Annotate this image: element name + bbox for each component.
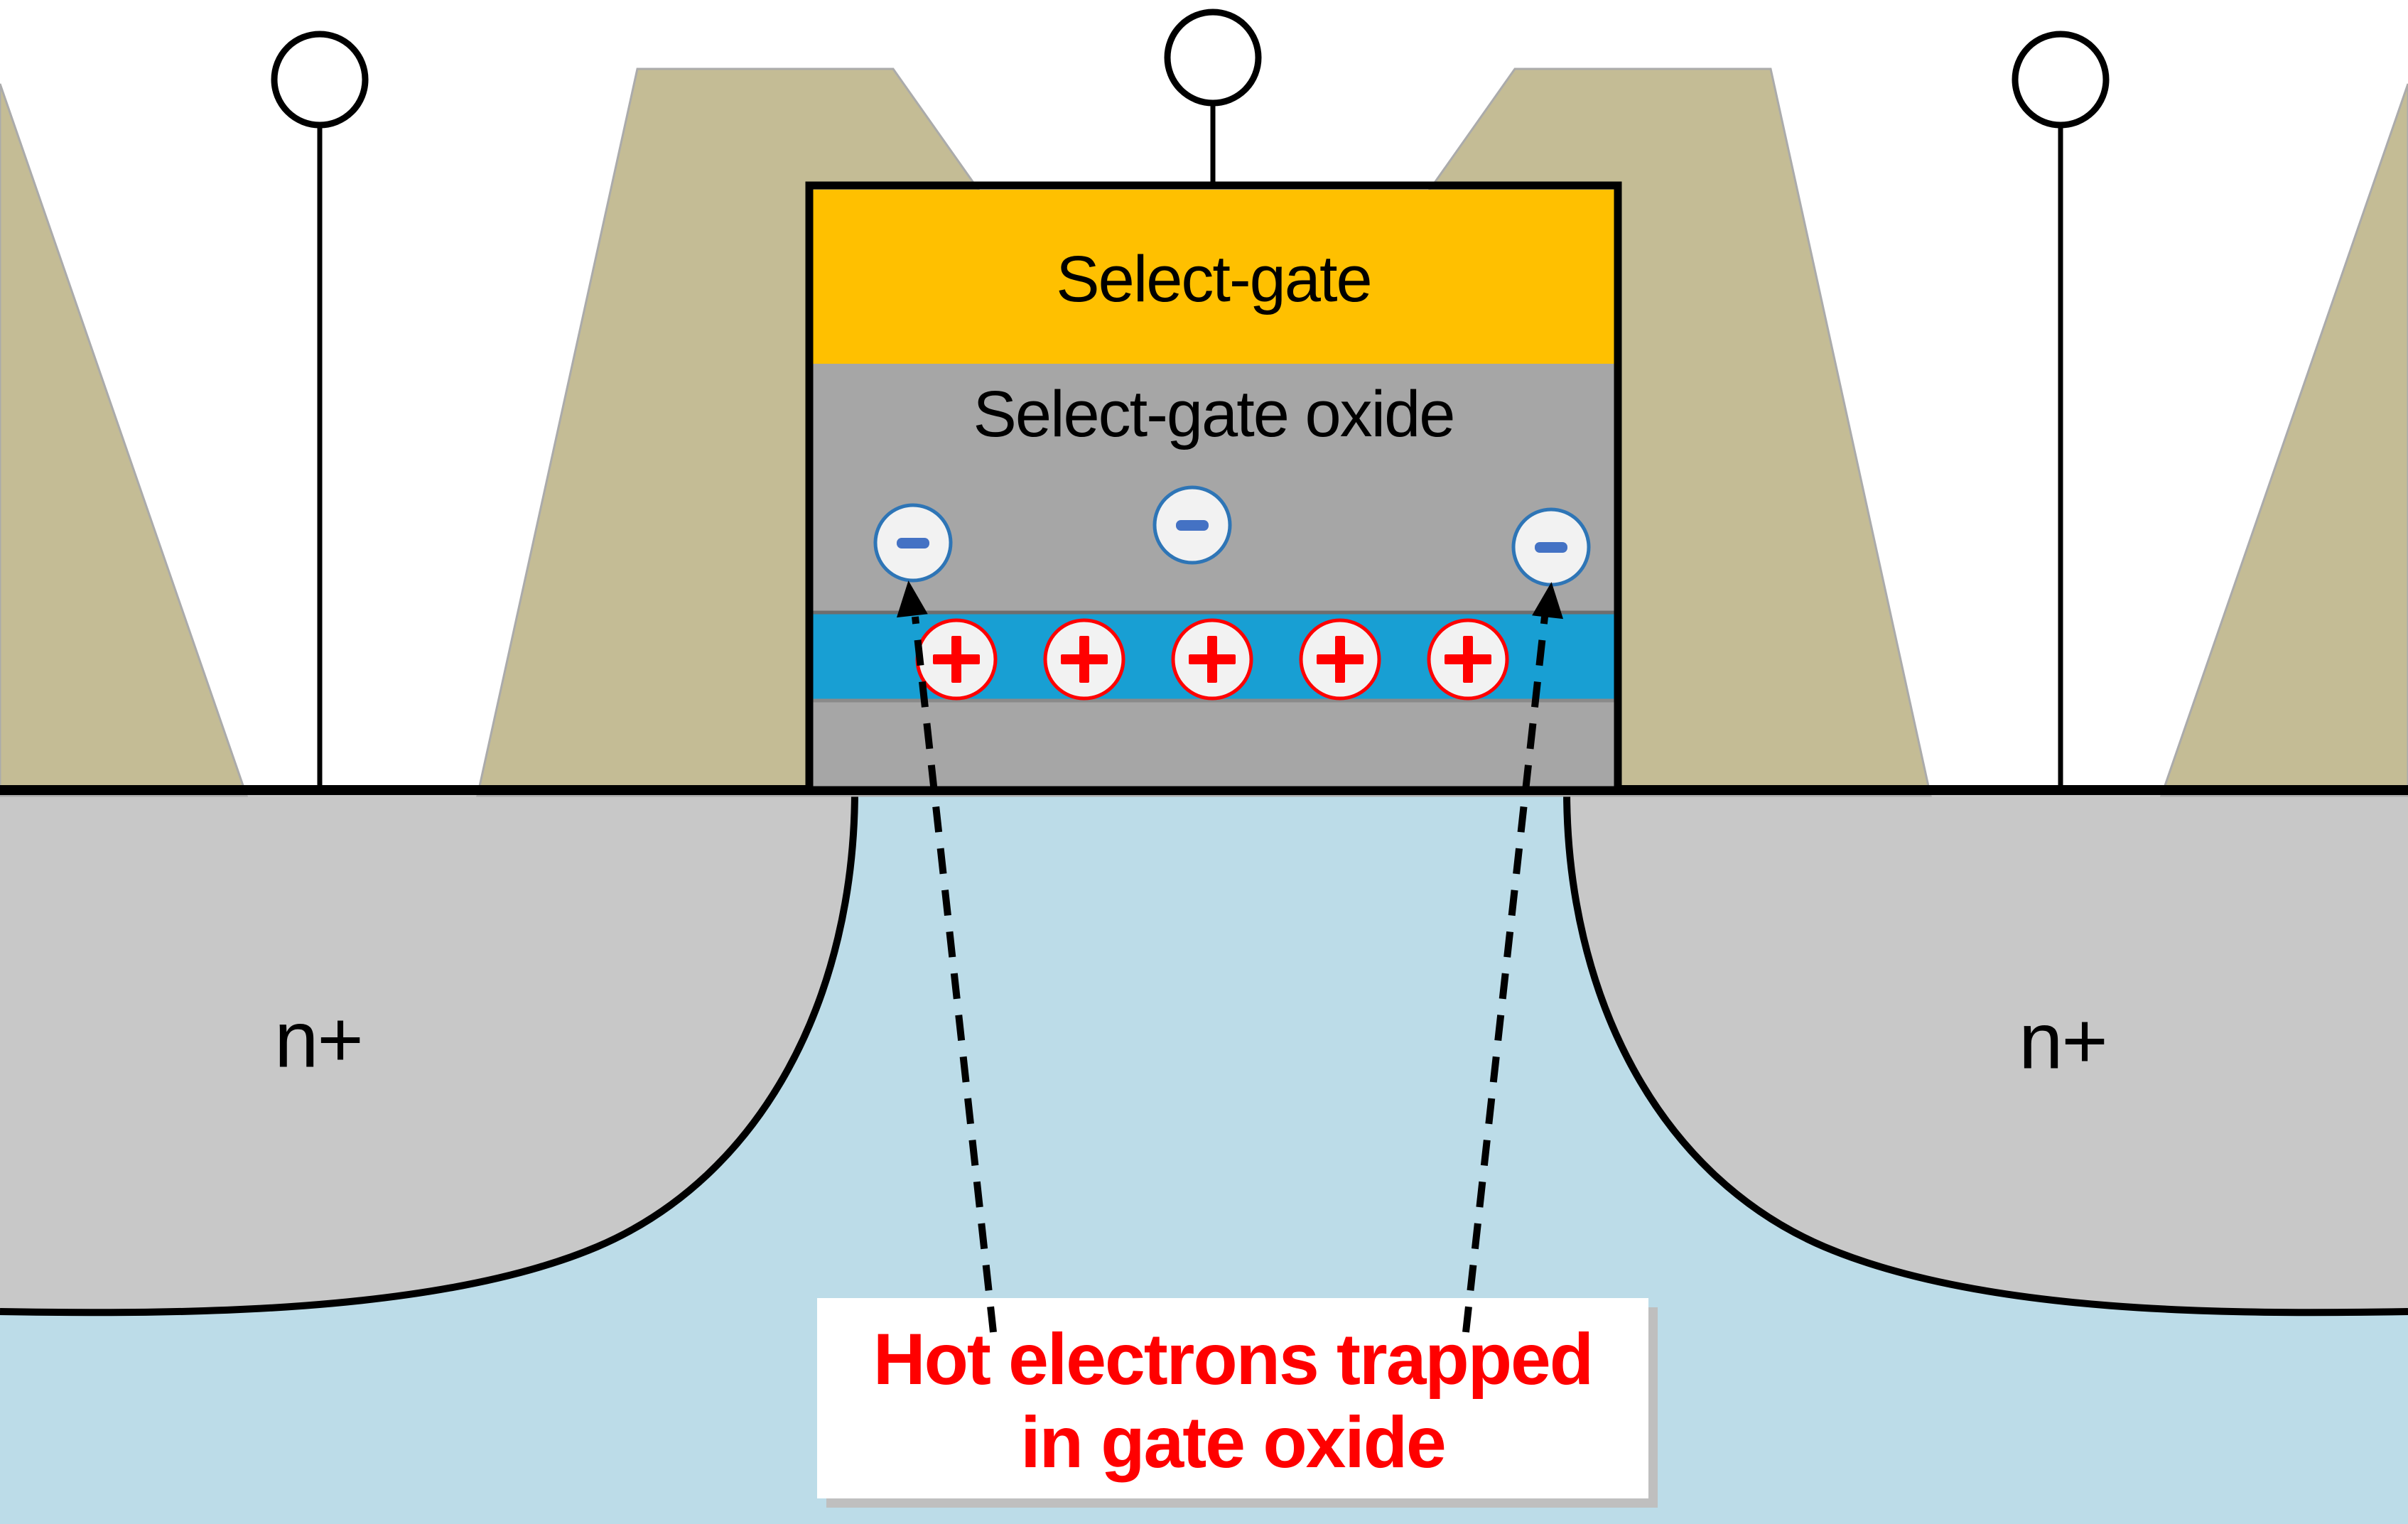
arrowhead-left bbox=[896, 580, 928, 618]
select-gate-oxide-label: Select-gate oxide bbox=[973, 378, 1454, 450]
arrowhead-right bbox=[1532, 582, 1564, 620]
terminal-left bbox=[271, 31, 369, 789]
terminal-right bbox=[2012, 31, 2110, 789]
arrow-dashed-line-left bbox=[912, 616, 997, 1333]
junction-curve-left bbox=[0, 789, 858, 1317]
contact-spacer-far-right bbox=[2159, 83, 2408, 797]
hole-charge-icon bbox=[915, 618, 998, 701]
terminal-gate-contact-icon bbox=[1164, 9, 1262, 107]
n-plus-label-right: n+ bbox=[2019, 997, 2107, 1086]
n-plus-label-left: n+ bbox=[274, 995, 362, 1084]
annotation-callout: Hot electrons trapped in gate oxide bbox=[817, 1298, 1658, 1508]
terminal-gate bbox=[1164, 9, 1262, 185]
terminal-right-contact-icon bbox=[2012, 31, 2110, 129]
select-gate-label: Select-gate bbox=[1056, 243, 1371, 315]
terminal-left-contact-icon bbox=[271, 31, 369, 129]
trapped-electrons bbox=[873, 485, 1591, 587]
n-plus-region-left bbox=[0, 790, 855, 1313]
select-gate-oxide-layer bbox=[813, 364, 1614, 787]
junction-curve-right bbox=[1563, 789, 2408, 1317]
contact-spacer-far-left bbox=[0, 83, 249, 797]
hole-charge-icon bbox=[1171, 618, 1253, 701]
hole-charge-icon bbox=[1043, 618, 1125, 701]
gate-outline bbox=[805, 181, 1622, 794]
arrow-dashed-line-right bbox=[1462, 616, 1548, 1333]
callout-arrows bbox=[896, 580, 1564, 1333]
select-gate-layer bbox=[813, 190, 1614, 364]
hole-charge-icon bbox=[1299, 618, 1381, 701]
hole-charge-icon bbox=[1427, 618, 1509, 701]
channel-holes bbox=[915, 618, 1509, 701]
electron-charge-icon bbox=[1511, 507, 1591, 587]
n-plus-region-right bbox=[1567, 790, 2408, 1313]
electron-charge-icon bbox=[873, 503, 953, 583]
annotation-box bbox=[817, 1298, 1648, 1498]
annotation-text-line1: Hot electrons trapped bbox=[873, 1319, 1592, 1400]
annotation-text-line2: in gate oxide bbox=[1020, 1402, 1445, 1483]
electron-charge-icon bbox=[1152, 485, 1232, 565]
